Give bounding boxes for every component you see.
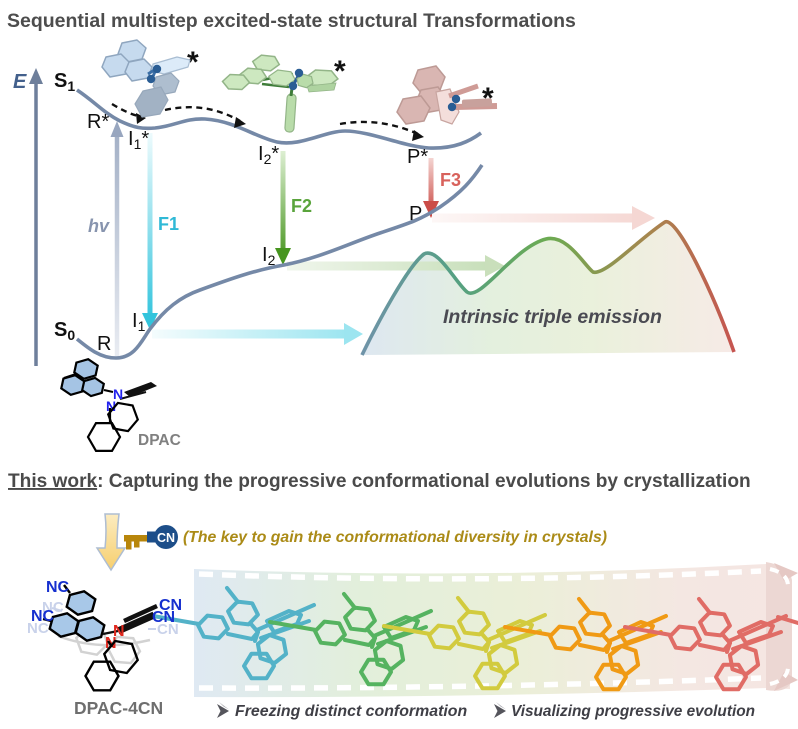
svg-text:CN: CN: [157, 531, 175, 545]
svg-text:I2: I2: [262, 244, 276, 268]
svg-text:S0: S0: [54, 319, 75, 343]
svg-text:NC: NC: [31, 608, 55, 625]
svg-text:N: N: [113, 386, 123, 402]
svg-text:F3: F3: [440, 170, 461, 190]
svg-text:This work: Capturing the progr: This work: Capturing the progressive con…: [8, 471, 751, 492]
svg-text:F1: F1: [158, 214, 179, 234]
svg-text:Visualizing progressive evolut: Visualizing progressive evolution: [511, 703, 755, 720]
svg-text:CN: CN: [157, 621, 179, 638]
svg-text:P*: P*: [407, 146, 428, 168]
svg-text:S1: S1: [54, 70, 75, 94]
svg-text:R: R: [97, 333, 111, 355]
svg-text:Sequential multistep excited-s: Sequential multistep excited-state struc…: [7, 10, 576, 32]
svg-text:R*: R*: [87, 111, 109, 133]
svg-text:NC: NC: [27, 620, 49, 637]
svg-text:CN: CN: [159, 597, 182, 614]
svg-text:NC: NC: [46, 579, 70, 596]
svg-text:N: N: [106, 398, 116, 414]
svg-text:P: P: [409, 203, 422, 225]
svg-text:E: E: [13, 71, 27, 93]
svg-text:I1*: I1*: [128, 128, 149, 152]
svg-text:I2*: I2*: [258, 143, 279, 167]
svg-text:hv: hv: [88, 216, 110, 236]
svg-text:CN: CN: [152, 609, 175, 626]
svg-text:DPAC: DPAC: [138, 432, 181, 449]
svg-text:*: *: [187, 46, 199, 79]
svg-text:Freezing distinct conformation: Freezing distinct conformation: [235, 703, 467, 720]
svg-text:Intrinsic triple emission: Intrinsic triple emission: [443, 306, 662, 328]
svg-text:(The key to gain the conformat: (The key to gain the conformational dive…: [183, 529, 607, 546]
svg-text:F2: F2: [291, 196, 312, 216]
svg-text:DPAC-4CN: DPAC-4CN: [74, 698, 163, 718]
svg-text:N: N: [113, 623, 125, 640]
